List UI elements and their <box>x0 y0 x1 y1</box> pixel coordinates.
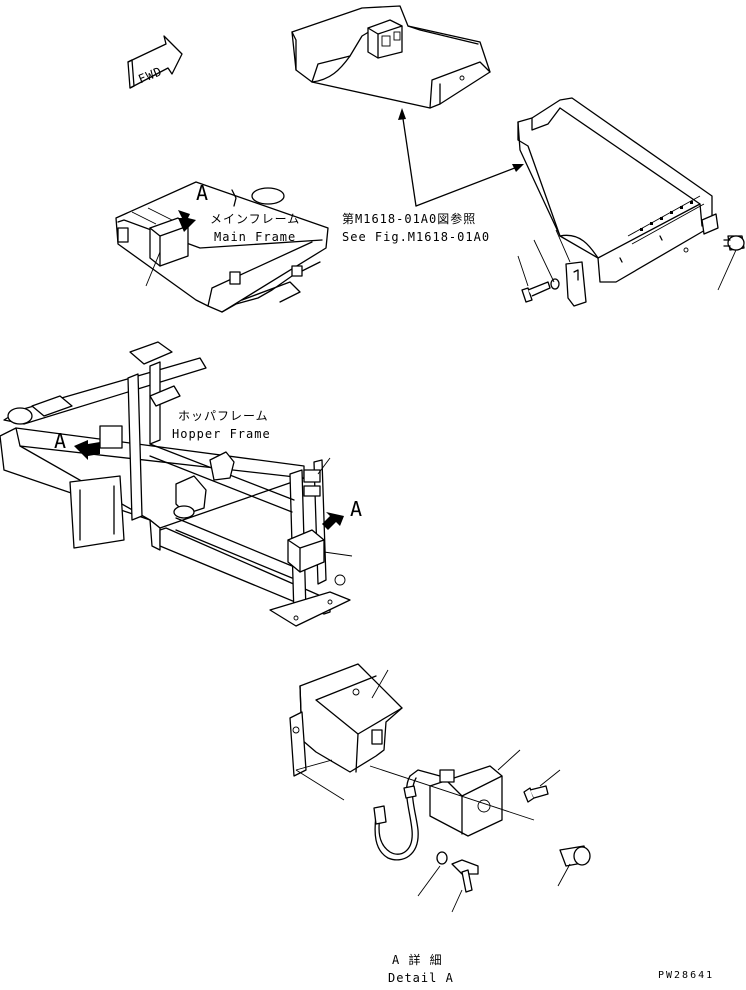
main-frame-label-en: Main Frame <box>214 230 296 244</box>
detail-a-bracket-assembly <box>289 663 591 913</box>
view-a-label-3: A <box>350 497 362 521</box>
main-frame-label-jp: メインフレーム <box>210 212 300 226</box>
reference-callout: 第M1618-01A0図参照 See Fig.M1618-01A0 <box>342 108 524 244</box>
fwd-arrow-icon: FWD <box>127 35 183 89</box>
view-arrow-a-1: A <box>178 181 208 232</box>
terminal-strip <box>627 195 705 245</box>
detail-a-title-jp: A 詳 細 <box>392 952 443 967</box>
drawing-number: PW28641 <box>658 970 714 981</box>
ref-label-jp: 第M1618-01A0図参照 <box>342 211 476 226</box>
connector-cap-right <box>717 235 745 291</box>
hopper-frame-label-en: Hopper Frame <box>172 427 271 441</box>
view-arrow-a-2: A <box>54 429 100 460</box>
ref-label-en: See Fig.M1618-01A0 <box>342 230 490 244</box>
detail-a-title-en: Detail A <box>388 971 454 985</box>
top-cover-tray <box>291 5 491 109</box>
bolt-washer-bracket <box>517 229 587 307</box>
view-a-label-1: A <box>196 181 208 205</box>
hopper-frame-assembly <box>0 341 353 627</box>
control-box-housing <box>517 97 719 283</box>
view-a-label-2: A <box>54 429 66 453</box>
main-frame-assembly <box>115 181 329 313</box>
view-arrow-a-3: A <box>322 497 362 530</box>
hopper-frame-label-jp: ホッパフレーム <box>178 409 269 423</box>
